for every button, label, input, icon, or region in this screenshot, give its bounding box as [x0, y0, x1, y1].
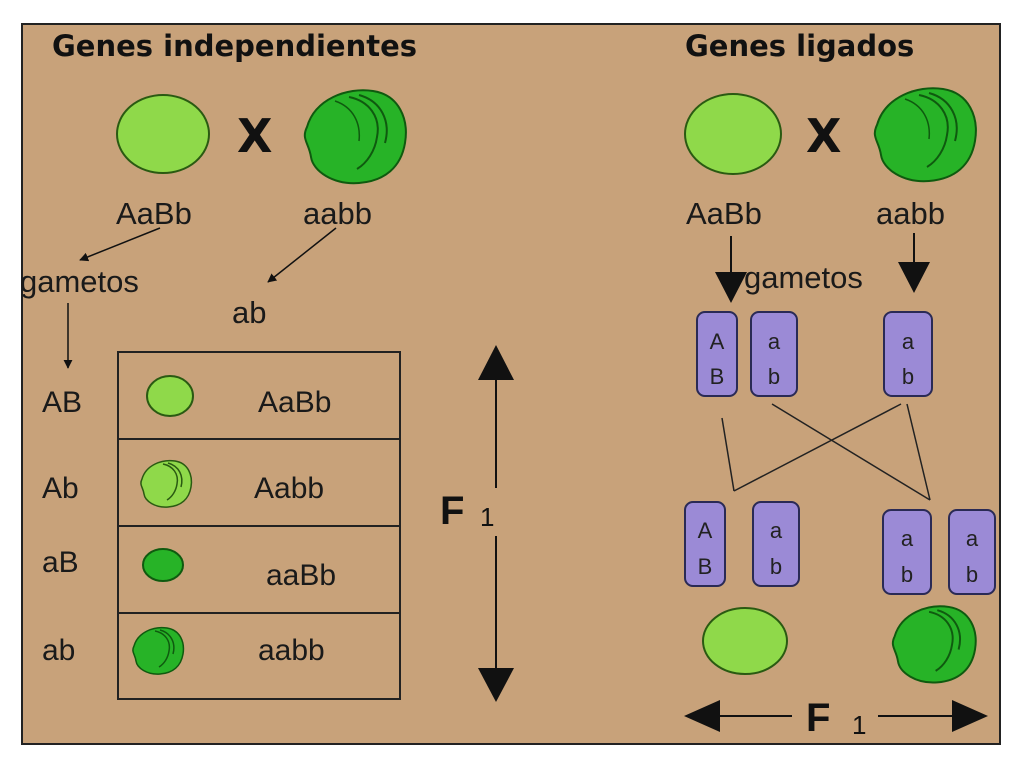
right-offspring-chromosome-1: A B — [684, 501, 726, 587]
right-gamete-chromosome-1: A B — [696, 311, 738, 397]
chromosome-allele-bottom: b — [901, 562, 913, 587]
left-f1-arrowhead-up — [478, 345, 514, 380]
left-parent1-genotype: AaBb — [116, 196, 192, 231]
left-f1-subscript: 1 — [480, 502, 494, 532]
right-parent1-smooth-pea — [684, 93, 782, 175]
chromosome-allele-top: a — [901, 526, 914, 551]
right-f1-arrowhead-left — [684, 700, 720, 732]
left-row-pea-smooth-dark — [142, 548, 184, 582]
right-offspring-chromosome-4: a b — [948, 509, 996, 595]
left-parent2-gamete: ab — [232, 295, 266, 330]
right-gametes-label: gametos — [744, 260, 863, 295]
right-parent1-genotype: AaBb — [686, 196, 762, 231]
left-row-genotype-2: Aabb — [254, 472, 324, 505]
cross-line-1 — [721, 417, 735, 492]
chromosome-allele-top: a — [966, 526, 979, 551]
right-arrowhead-parent1 — [715, 272, 747, 303]
right-parent2-genotype: aabb — [876, 196, 945, 231]
chromosome-allele-bottom: b — [902, 364, 914, 389]
right-f1-arrowhead-right — [952, 700, 988, 732]
right-title: Genes ligados — [685, 29, 914, 63]
left-row-pea-smooth-light — [146, 375, 194, 417]
right-parent2-wrinkled-pea — [873, 87, 977, 183]
left-parent2-wrinkled-pea — [303, 89, 407, 185]
left-row-genotype-3: aaBb — [266, 559, 336, 592]
cross-line-3 — [771, 403, 931, 501]
left-gametes-label: gametos — [20, 264, 139, 299]
right-f1-label: F — [806, 696, 830, 740]
chromosome-allele-bottom: B — [698, 554, 713, 579]
left-row-pea-wrinkled-light — [140, 459, 193, 508]
left-row-gamete-3: aB — [42, 546, 79, 579]
chromosome-allele-top: a — [902, 329, 915, 354]
left-title: Genes independientes — [52, 29, 417, 63]
left-row-gamete-4: ab — [42, 634, 75, 667]
chromosome-allele-bottom: b — [770, 554, 782, 579]
left-f1-label-bg — [432, 488, 504, 536]
left-row-genotype-1: AaBb — [258, 386, 331, 419]
chromosome-allele-top: A — [710, 329, 725, 354]
right-f1-subscript: 1 — [852, 710, 866, 740]
right-gamete-chromosome-2: a b — [750, 311, 798, 397]
chromosome-allele-bottom: b — [966, 562, 978, 587]
right-offspring-smooth-pea — [702, 607, 788, 675]
right-gamete-chromosome-3: a b — [883, 311, 933, 397]
left-row-pea-wrinkled-dark — [132, 626, 185, 675]
chromosome-allele-top: a — [770, 518, 783, 543]
left-arrow-parent1-to-gametes — [79, 227, 161, 262]
chromosome-allele-bottom: b — [768, 364, 780, 389]
right-offspring-chromosome-3: a b — [882, 509, 932, 595]
left-parent1-smooth-pea — [116, 94, 210, 174]
chromosome-allele-top: A — [698, 518, 713, 543]
left-row-genotype-4: aabb — [258, 634, 325, 667]
right-offspring-chromosome-2: a b — [752, 501, 800, 587]
chromosome-allele-bottom: B — [710, 364, 725, 389]
right-arrowhead-parent2 — [898, 262, 930, 293]
chromosome-allele-top: a — [768, 329, 781, 354]
cross-line-4 — [906, 403, 931, 501]
right-cross-symbol: X — [806, 109, 841, 163]
left-row-gamete-2: Ab — [42, 472, 79, 505]
left-f1-label: F — [440, 489, 464, 533]
left-row-gamete-1: AB — [42, 386, 82, 419]
left-f1-arrowhead-down — [478, 668, 514, 702]
cross-line-2 — [733, 403, 902, 492]
left-parent2-genotype: aabb — [303, 196, 372, 231]
left-arrow-parent2-to-gamete — [267, 227, 337, 283]
left-cross-symbol: X — [237, 109, 272, 163]
right-offspring-wrinkled-pea — [891, 605, 977, 684]
